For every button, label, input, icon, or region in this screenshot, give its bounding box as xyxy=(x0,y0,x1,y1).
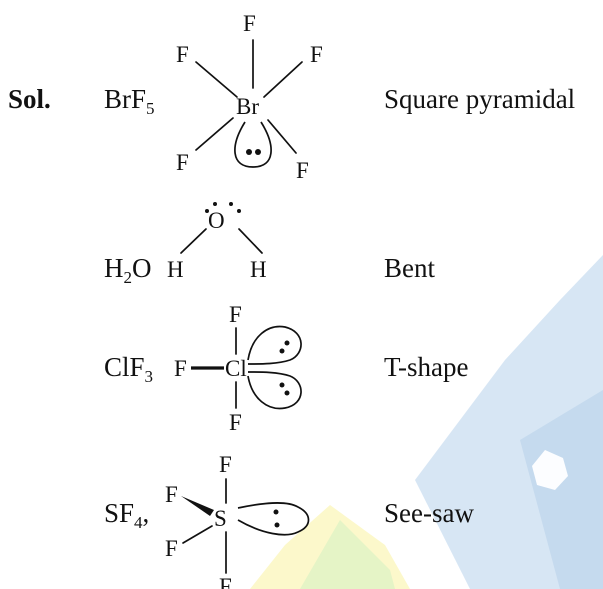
h2o-electron xyxy=(237,209,241,213)
clf3-lone-pair-lower xyxy=(247,371,302,410)
h2o-electron xyxy=(213,202,217,206)
watermark-hexagon xyxy=(532,450,568,490)
brf5-atom-f-upper-left: F xyxy=(176,42,189,67)
h2o-bond-right xyxy=(238,228,263,254)
sf4-shape: See-saw xyxy=(384,498,474,528)
clf3-structure: ClF3 F F F Cl T-shape xyxy=(104,302,468,435)
h2o-atom-h-left: H xyxy=(167,257,184,282)
sf4-atom-f-bottom: F xyxy=(219,574,232,589)
brf5-atom-f-lower-left: F xyxy=(176,150,189,175)
brf5-bond-lower-left xyxy=(195,117,234,151)
sf4-lone-pair xyxy=(237,502,310,536)
clf3-electron xyxy=(284,390,290,396)
h2o-formula: H2O xyxy=(104,253,152,287)
clf3-electron xyxy=(279,382,285,388)
sol-label: Sol. xyxy=(8,84,51,114)
h2o-electron xyxy=(229,202,233,206)
h2o-atom-o: O xyxy=(208,208,225,233)
clf3-atom-cl: Cl xyxy=(225,356,247,381)
brf5-lone-pair xyxy=(234,121,272,168)
h2o-bond-left xyxy=(180,228,207,254)
sf4-structure: SF4, F F F F S See-saw xyxy=(104,452,474,589)
clf3-formula: ClF3 xyxy=(104,352,153,386)
brf5-atom-f-top: F xyxy=(243,11,256,36)
clf3-shape: T-shape xyxy=(384,352,468,382)
brf5-atom-f-lower-right: F xyxy=(296,158,309,183)
sf4-formula: SF4, xyxy=(104,498,149,532)
sf4-bond-wedge xyxy=(181,496,214,516)
h2o-shape: Bent xyxy=(384,253,435,283)
sf4-atom-s: S xyxy=(214,506,227,531)
h2o-atom-h-right: H xyxy=(250,257,267,282)
brf5-bond-lower-right xyxy=(267,119,297,154)
clf3-atom-f-top: F xyxy=(229,302,242,327)
sf4-electron xyxy=(273,509,279,515)
sf4-bond-lower-left xyxy=(182,525,213,544)
clf3-electron xyxy=(279,348,285,354)
sf4-atom-f-upper-left: F xyxy=(165,482,178,507)
clf3-lone-pair-upper xyxy=(247,325,302,365)
sf4-atom-f-top: F xyxy=(219,452,232,477)
clf3-electron xyxy=(284,340,290,346)
h2o-structure: H2O O H H Bent xyxy=(104,202,435,287)
brf5-bond-upper-left xyxy=(195,61,238,98)
brf5-atom-br: Br xyxy=(236,94,259,119)
watermark-blue-shape-2 xyxy=(520,390,603,589)
brf5-atom-f-upper-right: F xyxy=(310,42,323,67)
brf5-electron xyxy=(246,149,252,155)
brf5-electron xyxy=(255,149,261,155)
h2o-electron xyxy=(205,209,209,213)
sf4-electron xyxy=(274,522,280,528)
brf5-structure: BrF5 F F F F F Br Square pyramidal xyxy=(104,11,575,183)
sf4-atom-f-lower-left: F xyxy=(165,536,178,561)
brf5-shape: Square pyramidal xyxy=(384,84,575,114)
watermark-green-shape xyxy=(300,520,395,589)
clf3-atom-f-left: F xyxy=(174,356,187,381)
brf5-bond-upper-right xyxy=(263,61,303,98)
clf3-atom-f-bottom: F xyxy=(229,410,242,435)
brf5-formula: BrF5 xyxy=(104,84,155,118)
